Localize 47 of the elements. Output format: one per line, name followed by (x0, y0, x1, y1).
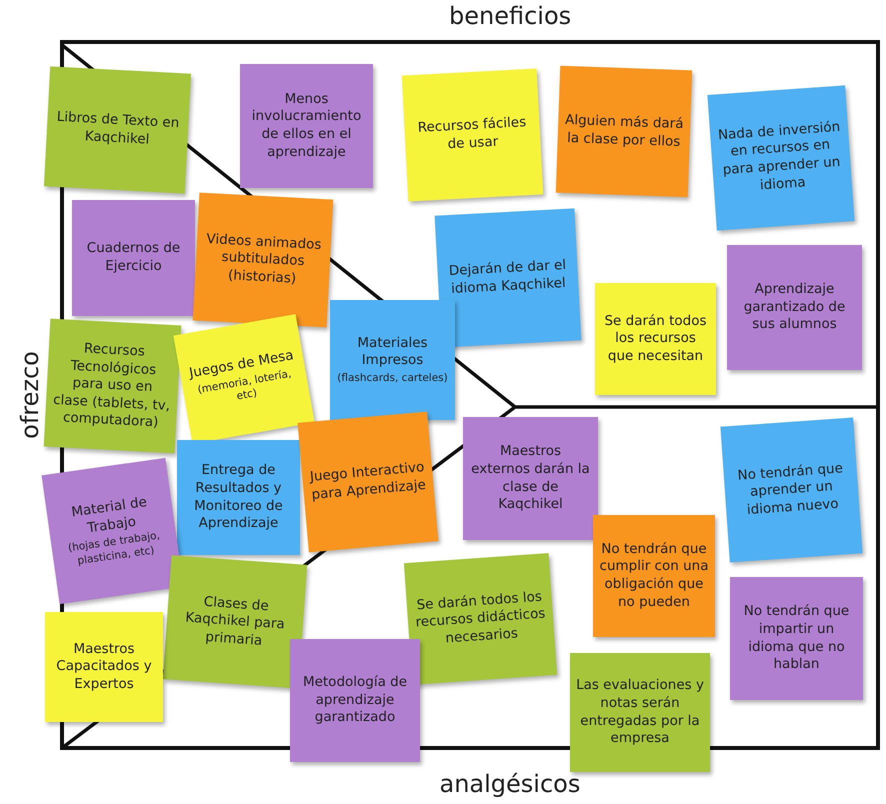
note-text: Maestros Capacitados y Expertos (55, 640, 153, 694)
note-text: Recursos Tecnológicos para uso en clase (tablets, tv, computadora) (52, 340, 172, 433)
note-text: Videos animados subtitulados (historias) (205, 230, 323, 288)
note-text: No tendrán que cumplir con una obligación que no pueden (599, 540, 709, 612)
sticky-note (290, 639, 420, 762)
note-text: Las evaluaciones y notas serán entregadas por la empresa (576, 677, 704, 748)
section-heading: analgésicos (440, 770, 580, 798)
sticky-note (556, 66, 692, 198)
sticky-note (727, 245, 862, 370)
sticky-note (593, 515, 715, 637)
note-text: No tendrán que aprender un idioma nuevo (736, 460, 844, 520)
note-text: Nada de inversión en recursos en para aprender un idioma (716, 118, 842, 196)
sticky-note (45, 612, 163, 722)
note-text: No tendrán que impartir un idioma que no hablan (742, 603, 850, 674)
note-text: Entrega de Resultados y Monitoreo de Aprendizaje (193, 462, 284, 533)
sticky-note (463, 417, 598, 540)
note-text: Menos involucramiento de ellos en el aprendizaje (250, 90, 362, 162)
note-text: Metodología de aprendizaje garantizado (302, 674, 408, 727)
note-text: Materiales Impresos (356, 334, 429, 370)
sticky-note (330, 300, 455, 420)
sticky-note (192, 192, 334, 328)
note-text: Se darán todos los recursos que necesitan (603, 312, 708, 366)
sticky-note (72, 200, 195, 316)
note-text: Clases de Kaqchikel para primaria (184, 592, 286, 651)
sticky-note (570, 653, 710, 772)
axis-label: ofrezco (16, 351, 44, 439)
note-text: Dejarán de dar el idioma Kaqchikel (448, 257, 568, 299)
note-text: Juego Interactivo para Aprendizaje (308, 459, 428, 505)
note-text: Cuadernos de Ejercicio (86, 240, 182, 276)
note-text: Recursos fáciles de usar (416, 114, 528, 154)
note-subtext: (flashcards, carteles) (337, 372, 448, 386)
note-text: Alguien más dará la clase por ellos (564, 112, 685, 152)
sticky-note (240, 64, 373, 188)
note-text: Maestros externos darán la clase de Kaqchikel (470, 443, 591, 514)
note-text: Se darán todos los recursos didácticos necesarios (414, 588, 547, 648)
sticky-note (44, 318, 182, 454)
sticky-note (298, 412, 438, 552)
sticky-note (720, 418, 863, 562)
sticky-note (730, 577, 863, 700)
sticky-note (434, 208, 582, 348)
note-text: Libros de Texto en Kaqchikel (55, 109, 181, 150)
sticky-note (402, 68, 544, 202)
sticky-note (595, 283, 716, 395)
note-text: Aprendizaje garantizado de sus alumnos (742, 281, 846, 334)
sticky-note (44, 66, 192, 194)
sticky-note (177, 440, 300, 555)
section-heading: beneficios (449, 2, 572, 30)
